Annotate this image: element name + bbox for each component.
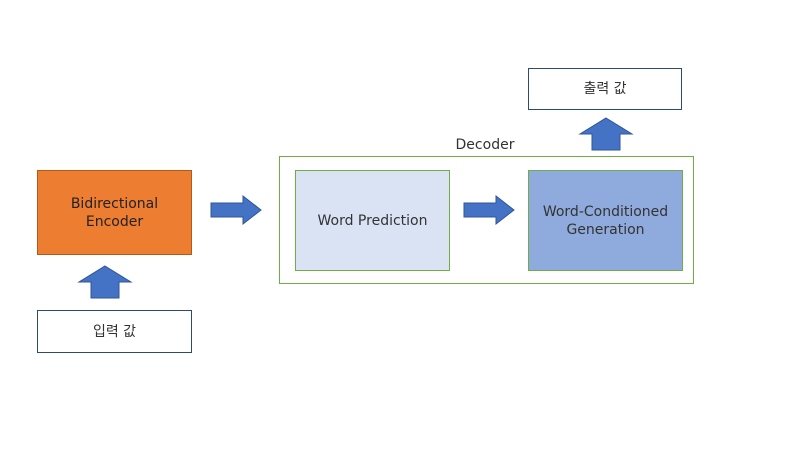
word-conditioned-label: Word-Conditioned Generation — [542, 203, 669, 238]
word-prediction-box: Word Prediction — [295, 170, 450, 271]
input-value-label: 입력 값 — [92, 323, 137, 340]
word-conditioned-generation-box: Word-Conditioned Generation — [528, 170, 683, 271]
output-value-box: 출력 값 — [528, 68, 682, 110]
up-arrow-to-output — [578, 117, 634, 151]
output-value-label: 출력 값 — [583, 81, 627, 97]
bidirectional-encoder-box: Bidirectional Encoder — [37, 170, 192, 255]
right-arrow-prediction-to-generation — [463, 194, 515, 226]
up-arrow-input-to-encoder — [77, 265, 133, 299]
right-arrow-encoder-to-decoder — [210, 194, 262, 226]
decoder-frame — [279, 156, 694, 284]
encoder-label: Bidirectional Encoder — [70, 195, 159, 230]
decoder-title: Decoder — [455, 137, 515, 153]
word-prediction-label: Word Prediction — [317, 212, 428, 229]
input-value-box: 입력 값 — [37, 310, 192, 353]
